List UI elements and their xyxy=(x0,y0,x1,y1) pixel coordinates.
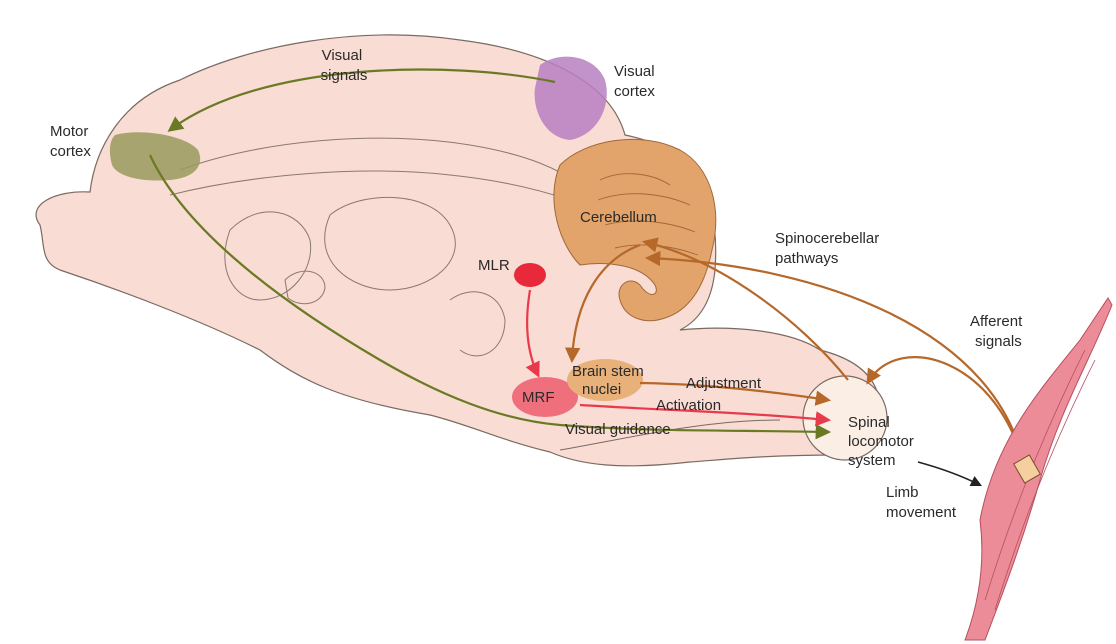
visual-guidance-path xyxy=(149,154,832,440)
spinocerebellar-label: Spinocerebellar pathways xyxy=(775,230,883,267)
activation-path xyxy=(579,403,832,427)
visual-cortex-region xyxy=(534,56,607,140)
motor-cortex-label: Motor cortex xyxy=(50,123,93,160)
activation-label: Activation xyxy=(656,397,721,414)
adjustment-label: Adjustment xyxy=(686,375,762,392)
brainstem-nuclei-region xyxy=(567,359,643,401)
visual-guidance-label: Visual guidance xyxy=(565,421,671,438)
brainstem-outline xyxy=(559,419,781,451)
spino-path-2 xyxy=(644,250,1027,471)
mlr-to-mrf-path xyxy=(525,289,540,378)
motor-cortex-region xyxy=(109,132,201,181)
mlr-region xyxy=(514,263,546,287)
mlr-label: MLR xyxy=(478,257,510,274)
adjustment-path xyxy=(639,381,832,406)
cerebellum-label: Cerebellum xyxy=(580,209,657,226)
visual-signal-path xyxy=(167,68,556,132)
cerebellum-folia xyxy=(597,173,699,256)
hypothalamus-outline xyxy=(284,270,326,305)
mrf-region xyxy=(512,377,578,417)
limb-movement-label: Limb movement xyxy=(886,484,957,521)
cortex-sulcus xyxy=(179,137,581,186)
visual-signals-label: Visual signals xyxy=(321,47,368,84)
brainstem-nuclei-label: Brain stem nuclei xyxy=(572,363,648,398)
spinal-locomotor-label: Spinal locomotor system xyxy=(848,414,918,469)
visual-cortex-label: Visual cortex xyxy=(614,63,659,100)
cerebellum xyxy=(553,138,717,322)
limb-movement-arrow xyxy=(917,461,983,487)
muscle-illustration xyxy=(964,297,1113,641)
pons-outline xyxy=(449,291,506,357)
afferent-label: Afferent signals xyxy=(970,313,1026,350)
afferent-path xyxy=(866,356,1027,471)
cerebellum-to-nuclei-path xyxy=(564,243,641,364)
spino-path-1 xyxy=(642,237,849,381)
cortex-sulcus xyxy=(169,170,571,201)
thalamus-outline xyxy=(324,196,456,291)
brain-outline xyxy=(35,34,882,467)
midbrain-outline xyxy=(224,211,312,301)
mrf-label: MRF xyxy=(522,389,555,406)
